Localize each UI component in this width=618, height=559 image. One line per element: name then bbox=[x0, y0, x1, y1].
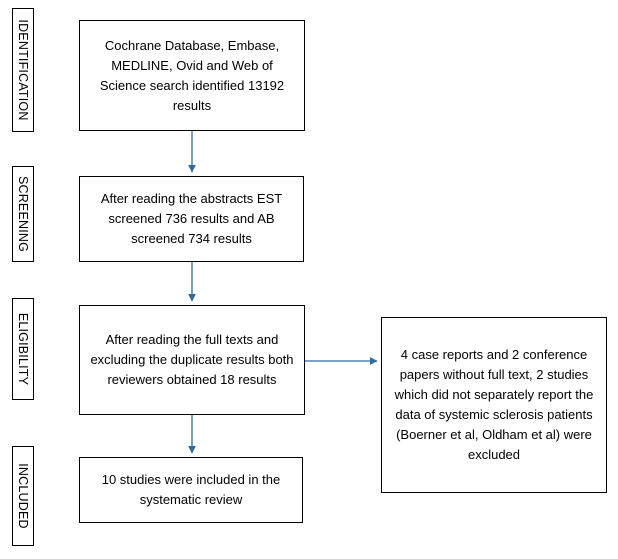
screening-box-text: After reading the abstracts EST screened… bbox=[100, 191, 283, 246]
identification-box: Cochrane Database, Embase, MEDLINE, Ovid… bbox=[79, 20, 305, 131]
eligibility-box: After reading the full texts and excludi… bbox=[79, 305, 305, 415]
included-box-text: 10 studies were included in the systemat… bbox=[101, 472, 281, 507]
stage-label-identification: IDENTIFICATION bbox=[12, 8, 34, 132]
stage-label-screening-text: SCREENING bbox=[16, 175, 30, 253]
stage-label-included-text: INCLUDED bbox=[16, 463, 30, 529]
identification-box-text: Cochrane Database, Embase, MEDLINE, Ovid… bbox=[99, 37, 285, 113]
included-box: 10 studies were included in the systemat… bbox=[79, 457, 303, 523]
stage-label-screening: SCREENING bbox=[12, 166, 34, 262]
screening-box: After reading the abstracts EST screened… bbox=[79, 176, 304, 262]
stage-label-included: INCLUDED bbox=[12, 446, 34, 546]
excluded-box-text: 4 case reports and 2 conference papers w… bbox=[394, 347, 594, 462]
stage-label-eligibility-text: ELIGIBILITY bbox=[16, 312, 30, 386]
excluded-box: 4 case reports and 2 conference papers w… bbox=[381, 317, 607, 493]
stage-label-identification-text: IDENTIFICATION bbox=[16, 19, 30, 121]
eligibility-box-text: After reading the full texts and excludi… bbox=[90, 332, 294, 387]
stage-label-eligibility: ELIGIBILITY bbox=[12, 298, 34, 400]
